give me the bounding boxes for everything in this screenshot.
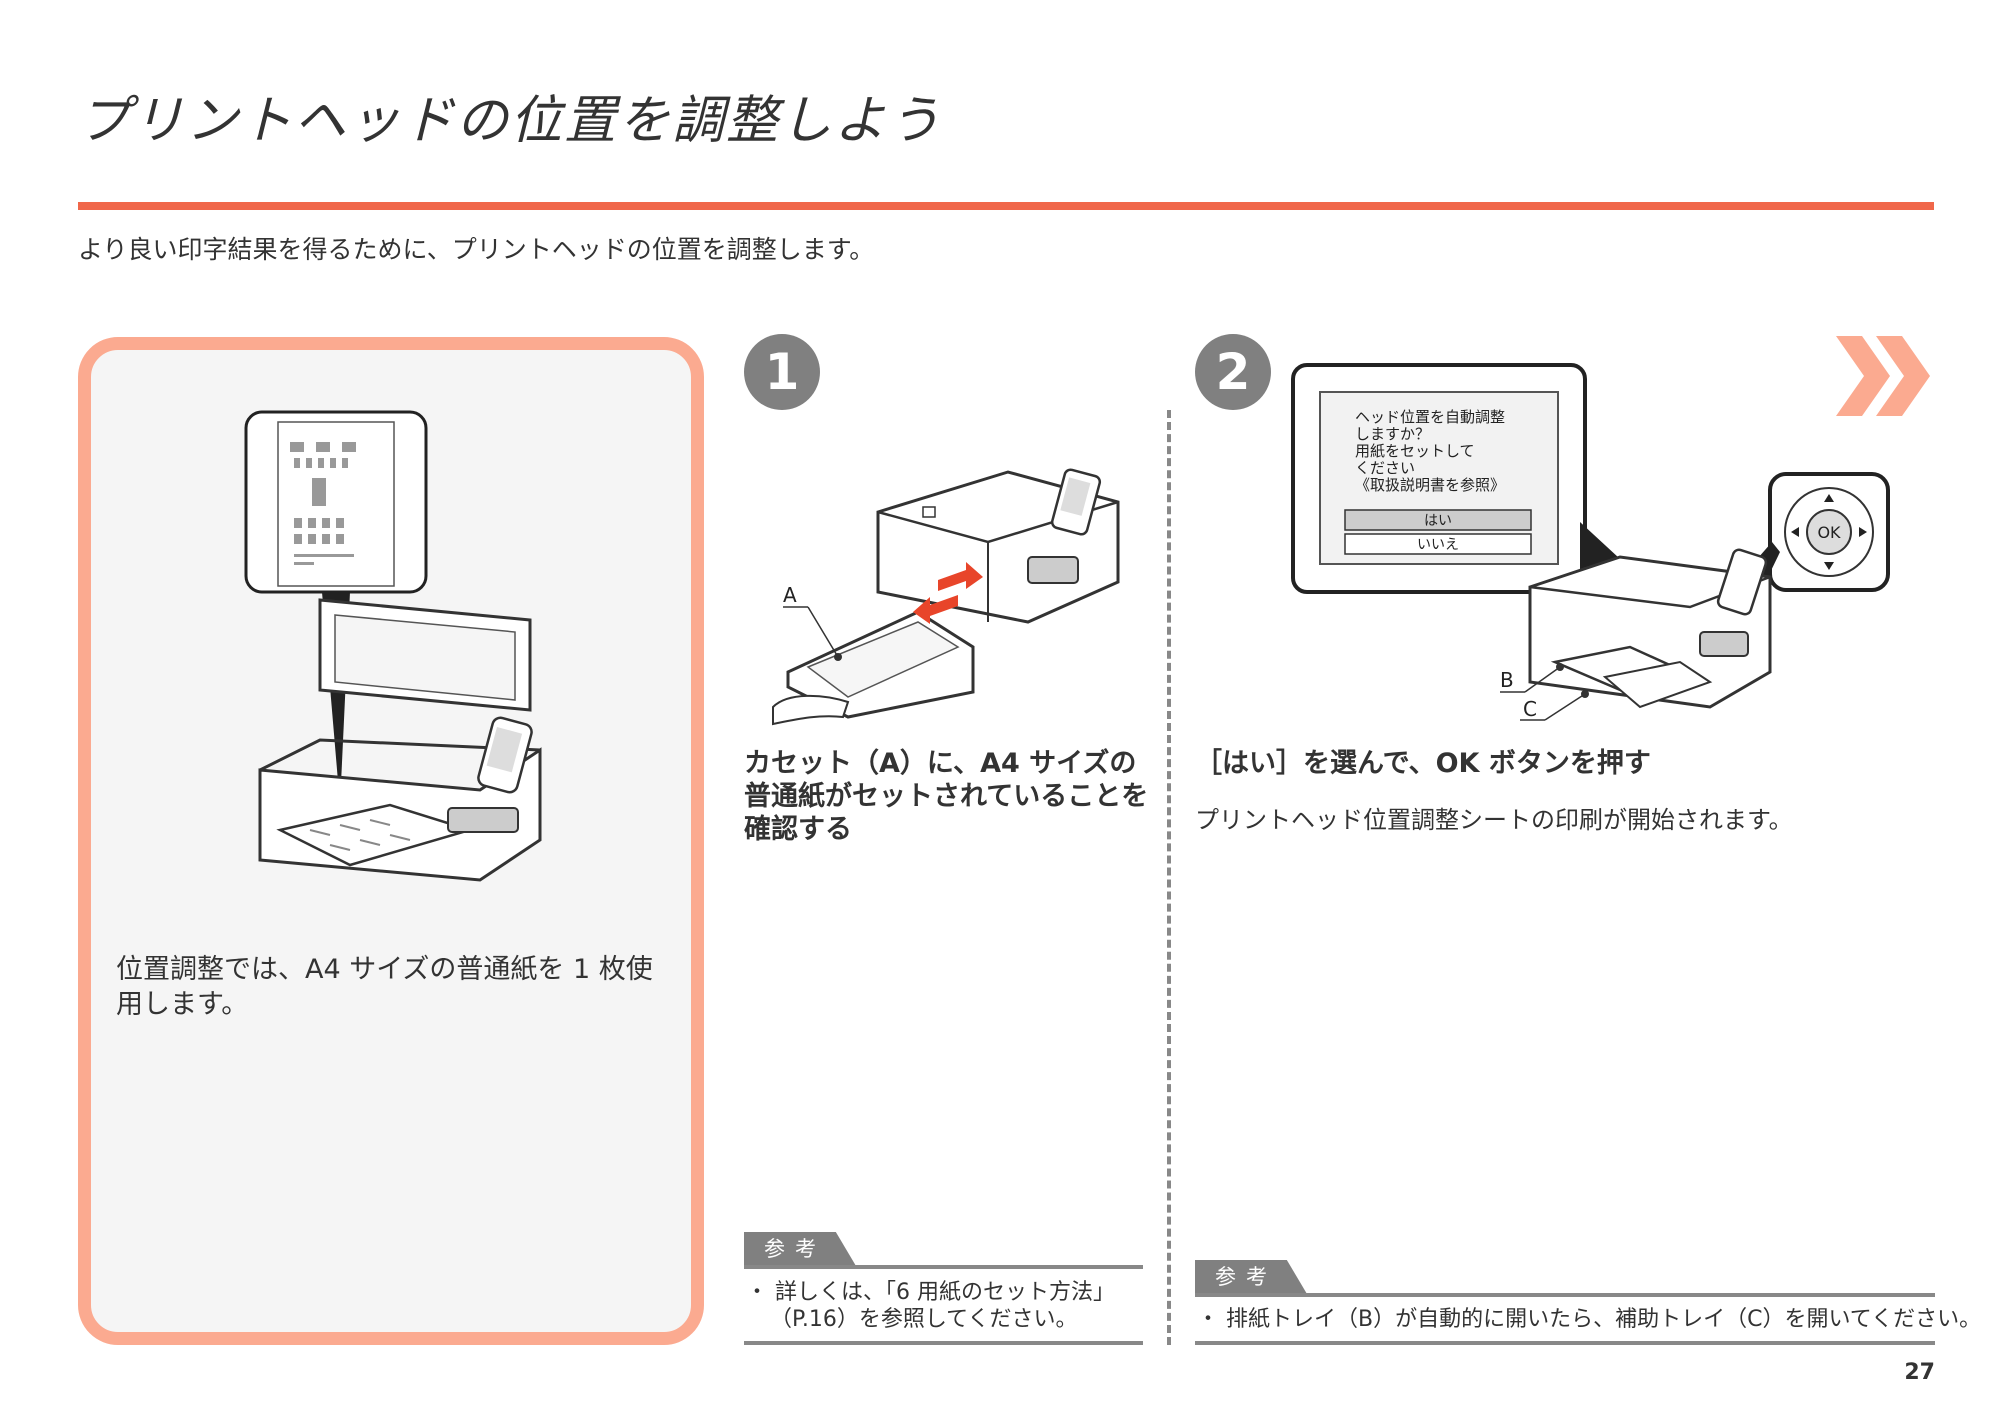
printer-lcd-ok-illustration: ヘッド位置を自動調整 しますか？ 用紙をセットして ください 《取扱説明書を参照… xyxy=(1291,363,1890,721)
page-number: 27 xyxy=(1904,1360,1935,1385)
step-2-note-rule-bottom xyxy=(1195,1341,1935,1345)
lcd-line-1: ヘッド位置を自動調整 xyxy=(1355,408,1505,426)
printer-with-alignment-sheet-illustration xyxy=(244,410,542,882)
step-2-heading: ［はい］を選んで、OK ボタンを押す xyxy=(1195,748,1651,779)
step-1-badge: 1 xyxy=(744,334,820,410)
panel-text: 位置調整では、A4 サイズの普通紙を 1 枚使用します。 xyxy=(116,954,653,1020)
label-a: A xyxy=(783,583,797,607)
step-2-body: プリントヘッド位置調整シートの印刷が開始されます。 xyxy=(1195,806,1793,834)
lcd-no-option: いいえ xyxy=(1417,537,1459,553)
step-2-badge: 2 xyxy=(1195,334,1271,410)
step-2-note-rule-top xyxy=(1195,1293,1935,1297)
step-1-note-line-1: ・ 詳しくは、「6 用紙のセット方法」 xyxy=(746,1280,1115,1305)
step-divider xyxy=(1167,410,1171,1345)
step-1-note-line-2: （P.16）を参照してください。 xyxy=(770,1307,1078,1332)
label-b: B xyxy=(1500,668,1514,692)
step-1-note-tab: 参考 xyxy=(744,1232,856,1266)
lcd-line-5: 《取扱説明書を参照》 xyxy=(1355,476,1505,494)
label-c: C xyxy=(1523,697,1537,721)
intro-text: より良い印字結果を得るために、プリントヘッドの位置を調整します。 xyxy=(78,235,875,264)
cassette-insertion-illustration: A xyxy=(772,468,1120,726)
lcd-line-2: しますか？ xyxy=(1355,425,1430,443)
lcd-yes-option: はい xyxy=(1424,513,1452,529)
step-2-note-text: ・ 排紙トレイ（B）が自動的に開いたら、補助トレイ（C）を開いてください。 xyxy=(1197,1307,1982,1332)
step-1-note-rule-bottom xyxy=(744,1341,1143,1345)
title-rule xyxy=(78,202,1934,210)
step-2-note-tab: 参考 xyxy=(1195,1260,1307,1294)
step-1-note-text: ・ 詳しくは、「6 用紙のセット方法」 （P.16）を参照してください。 xyxy=(746,1279,1145,1333)
double-chevron-right-icon[interactable] xyxy=(1836,336,1932,416)
ok-button-label: OK xyxy=(1817,523,1841,542)
page-title: プリントヘッドの位置を調整しよう xyxy=(78,91,943,151)
step-1-heading: カセット（A）に、A4 サイズの普通紙がセットされていることを確認する xyxy=(744,748,1149,845)
lcd-line-4: ください xyxy=(1355,459,1415,477)
step-1-note-rule-top xyxy=(744,1265,1143,1269)
lcd-line-3: 用紙をセットして xyxy=(1355,442,1475,460)
